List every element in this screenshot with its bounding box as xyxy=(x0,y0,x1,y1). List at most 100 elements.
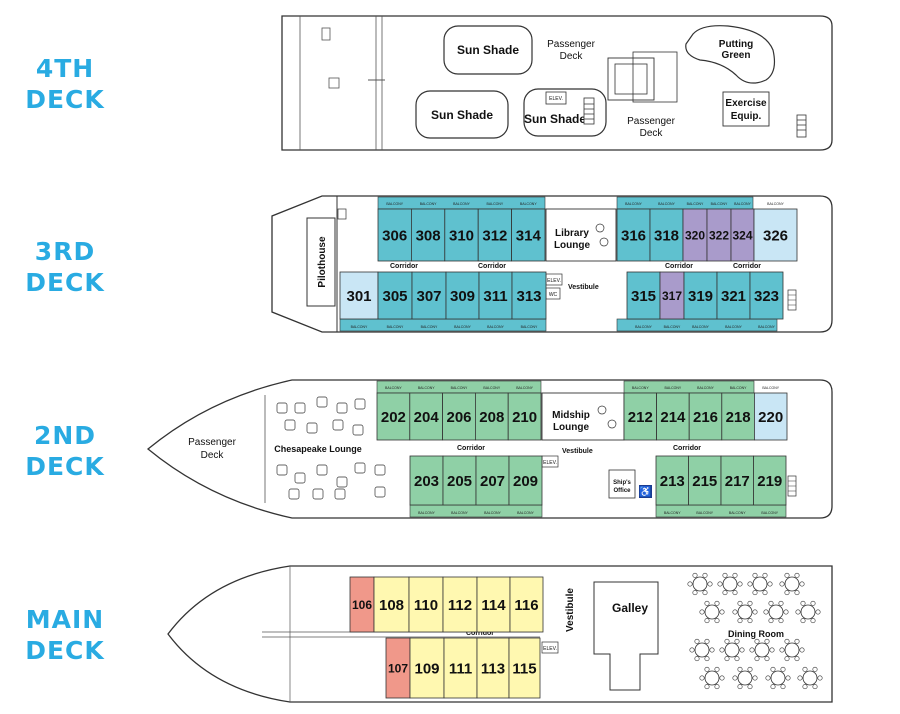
cabin-number: 112 xyxy=(448,597,472,614)
vestibule-label: Vestibule xyxy=(568,284,599,291)
dining-table xyxy=(699,600,725,624)
cabin-room xyxy=(623,392,657,441)
passenger-deck-line1: Passenger xyxy=(188,437,236,448)
balcony-label: BALCONY xyxy=(521,325,538,329)
sun-shade-2-label: Sun Shade xyxy=(431,108,493,122)
lounge-seat xyxy=(336,476,348,488)
accessible-glyph: ♿ xyxy=(639,485,651,498)
elevator-box xyxy=(541,641,559,654)
dining-table xyxy=(699,666,725,690)
lounge-seat xyxy=(306,422,318,434)
dining-table xyxy=(765,666,791,690)
dining-table xyxy=(749,638,775,662)
lounge-seat xyxy=(316,464,328,476)
pilothouse-label: Pilothouse xyxy=(317,236,328,288)
lounge-seat xyxy=(276,402,288,414)
cabin-number: 218 xyxy=(726,409,751,426)
lounge-seat xyxy=(276,464,288,476)
cabin-number: 207 xyxy=(480,473,505,490)
library-lounge xyxy=(545,208,617,262)
cabin-220: 220 xyxy=(754,392,788,441)
cabin-number: 214 xyxy=(660,409,686,426)
cabin-326: 326 xyxy=(753,208,798,262)
exercise-line2: Equip. xyxy=(731,111,762,122)
balcony-label: BALCONY xyxy=(664,325,681,329)
ships-office-line2: Office xyxy=(613,488,631,494)
cabin-213: 213 xyxy=(655,455,689,506)
deck-label-2nd: 2ND DECK xyxy=(0,420,130,482)
cabin-room xyxy=(721,392,755,441)
stairs xyxy=(583,97,595,125)
cabin-number: 309 xyxy=(450,288,475,305)
cabin-111: 111 xyxy=(443,637,478,699)
deck-label-suffix: DECK xyxy=(25,636,105,665)
cabin-number: 106 xyxy=(352,598,372,612)
lounge-furniture xyxy=(276,396,386,500)
passenger-deck-line2: Deck xyxy=(201,450,225,461)
cabin-room xyxy=(408,576,444,633)
cabin-room xyxy=(410,208,446,262)
cabin-109: 109 xyxy=(409,637,445,699)
lounge-seat xyxy=(354,462,366,474)
cabin-room xyxy=(511,271,547,320)
lounge-seat xyxy=(312,488,324,500)
library-line1: Library xyxy=(555,228,589,239)
cabin-318: 318 xyxy=(649,208,684,262)
galley xyxy=(593,581,659,691)
deck-3-cabins: 306BALCONY308BALCONY310BALCONY312BALCONY… xyxy=(339,202,798,329)
balcony-label: BALCONY xyxy=(385,386,402,390)
ships-office xyxy=(608,469,636,499)
cabin-108: 108 xyxy=(373,576,410,633)
cabin-number: 205 xyxy=(447,473,472,490)
balcony-label: BALCONY xyxy=(711,202,728,206)
corridor-label-1: Corridor xyxy=(390,263,418,270)
cabin-106: 106 xyxy=(349,576,375,633)
cabin-number: 116 xyxy=(514,597,538,614)
cabin-number: 326 xyxy=(763,227,788,244)
dining-table xyxy=(732,666,758,690)
passenger-deck-1-line2: Deck xyxy=(560,51,584,62)
cabin-room xyxy=(720,455,754,506)
accessible-icon xyxy=(639,485,652,498)
dining-tables xyxy=(687,572,823,690)
cabin-number: 210 xyxy=(512,409,537,426)
balcony-label: BALCONY xyxy=(687,202,704,206)
cabin-room xyxy=(444,208,479,262)
cabin-number: 311 xyxy=(483,288,507,305)
dining-room-label: Dining Room xyxy=(728,629,784,639)
balcony-label: BALCONY xyxy=(697,386,714,390)
seating-block xyxy=(607,57,655,101)
cabin-number: 324 xyxy=(732,228,752,242)
balcony-label: BALCONY xyxy=(730,386,747,390)
balcony-label: BALCONY xyxy=(625,202,642,206)
lounge-seat xyxy=(334,488,346,500)
lounge-seat xyxy=(352,424,364,436)
elevator-label: ELEV. xyxy=(547,278,561,284)
cabin-215: 215 xyxy=(688,455,722,506)
cabin-room xyxy=(749,271,784,320)
corridor-label-4: Corridor xyxy=(733,263,761,270)
cabin-309: 309 xyxy=(445,271,480,320)
dining-table xyxy=(719,638,745,662)
deck-2-cabins: 202BALCONY204BALCONY206BALCONY208BALCONY… xyxy=(376,386,788,515)
cabin-number: 317 xyxy=(662,289,682,303)
balcony-label: BALCONY xyxy=(386,202,403,206)
cabin-number: 217 xyxy=(725,473,750,490)
deck-label-name: 4TH xyxy=(35,54,95,83)
dining-table xyxy=(797,666,823,690)
library-line2: Lounge xyxy=(554,240,591,251)
lounge-seat xyxy=(374,464,386,476)
cabin-number: 315 xyxy=(631,288,656,305)
cabin-number: 318 xyxy=(654,227,679,244)
cabin-room xyxy=(442,455,477,506)
balcony-label: BALCONY xyxy=(632,386,649,390)
cabin-room xyxy=(682,208,708,262)
vestibule-label: Vestibule xyxy=(562,448,593,455)
vestibule-label: Vestibule xyxy=(565,588,576,632)
cabin-room xyxy=(478,271,513,320)
balcony-label: BALCONY xyxy=(758,325,775,329)
cabin-204: 204 xyxy=(409,392,443,441)
deck-4-plan: Sun Shade Sun Shade Sun Shade ELEV. Pass… xyxy=(281,15,833,151)
balcony-label: BALCONY xyxy=(420,202,437,206)
